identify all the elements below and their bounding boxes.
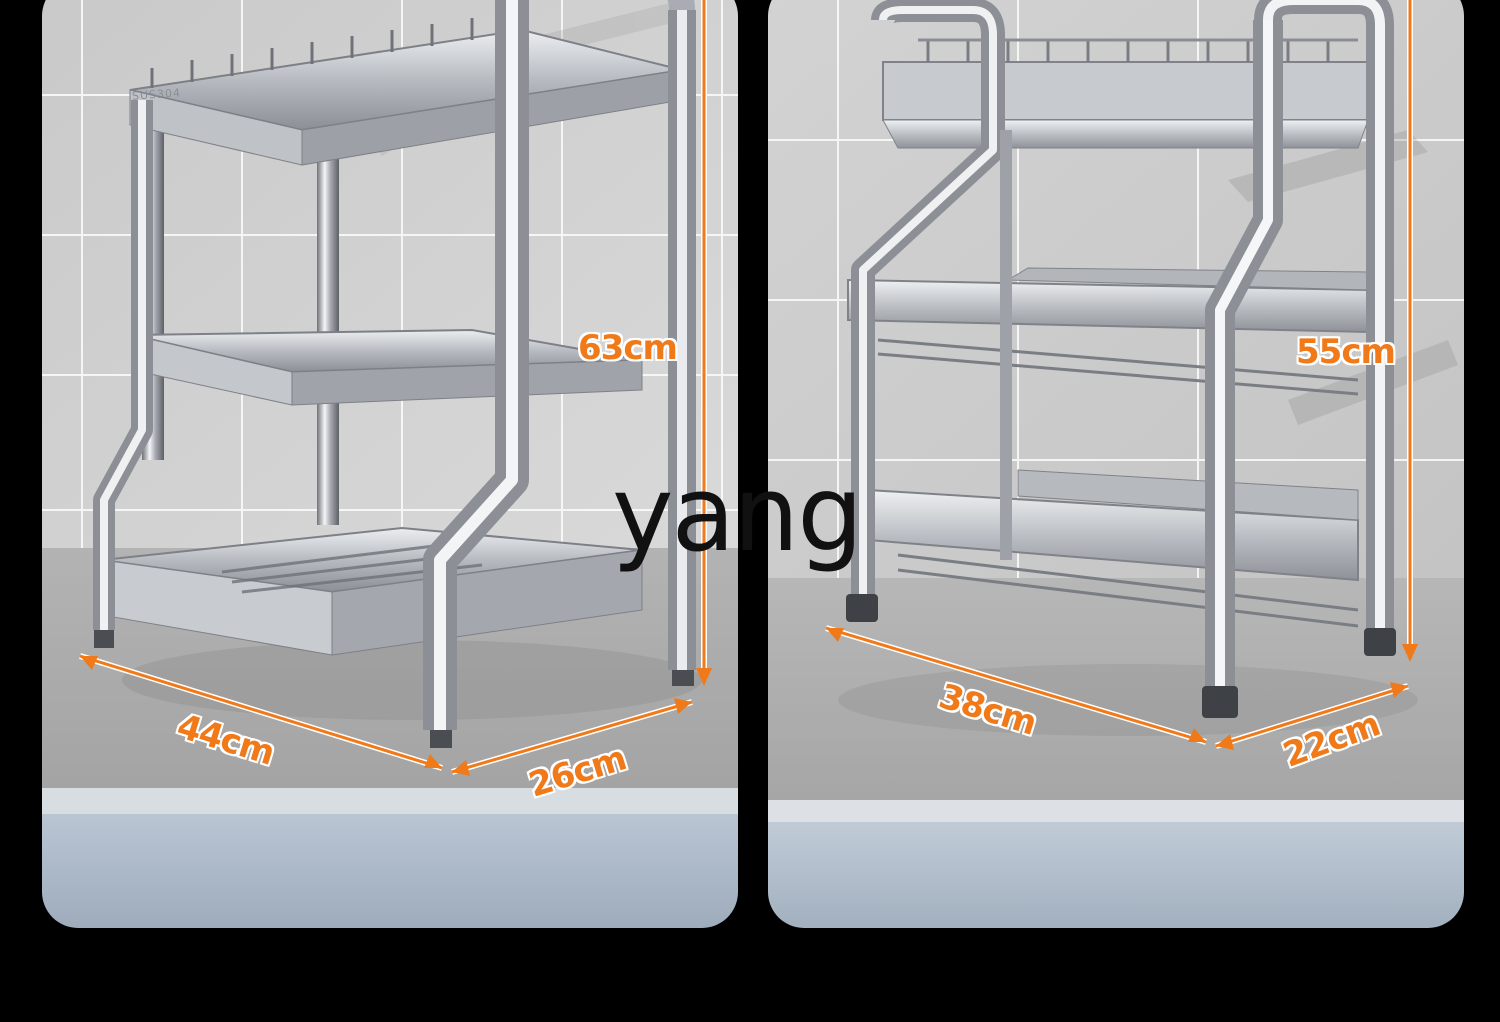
left-height-label: 63cm <box>578 328 678 368</box>
left-rack-scene <box>42 0 738 928</box>
right-rack-scene <box>768 0 1464 928</box>
right-product-panel <box>768 0 1464 928</box>
right-height-label: 55cm <box>1296 332 1396 372</box>
left-product-panel: SUS304 <box>42 0 738 928</box>
watermark-text: yang <box>612 453 863 575</box>
